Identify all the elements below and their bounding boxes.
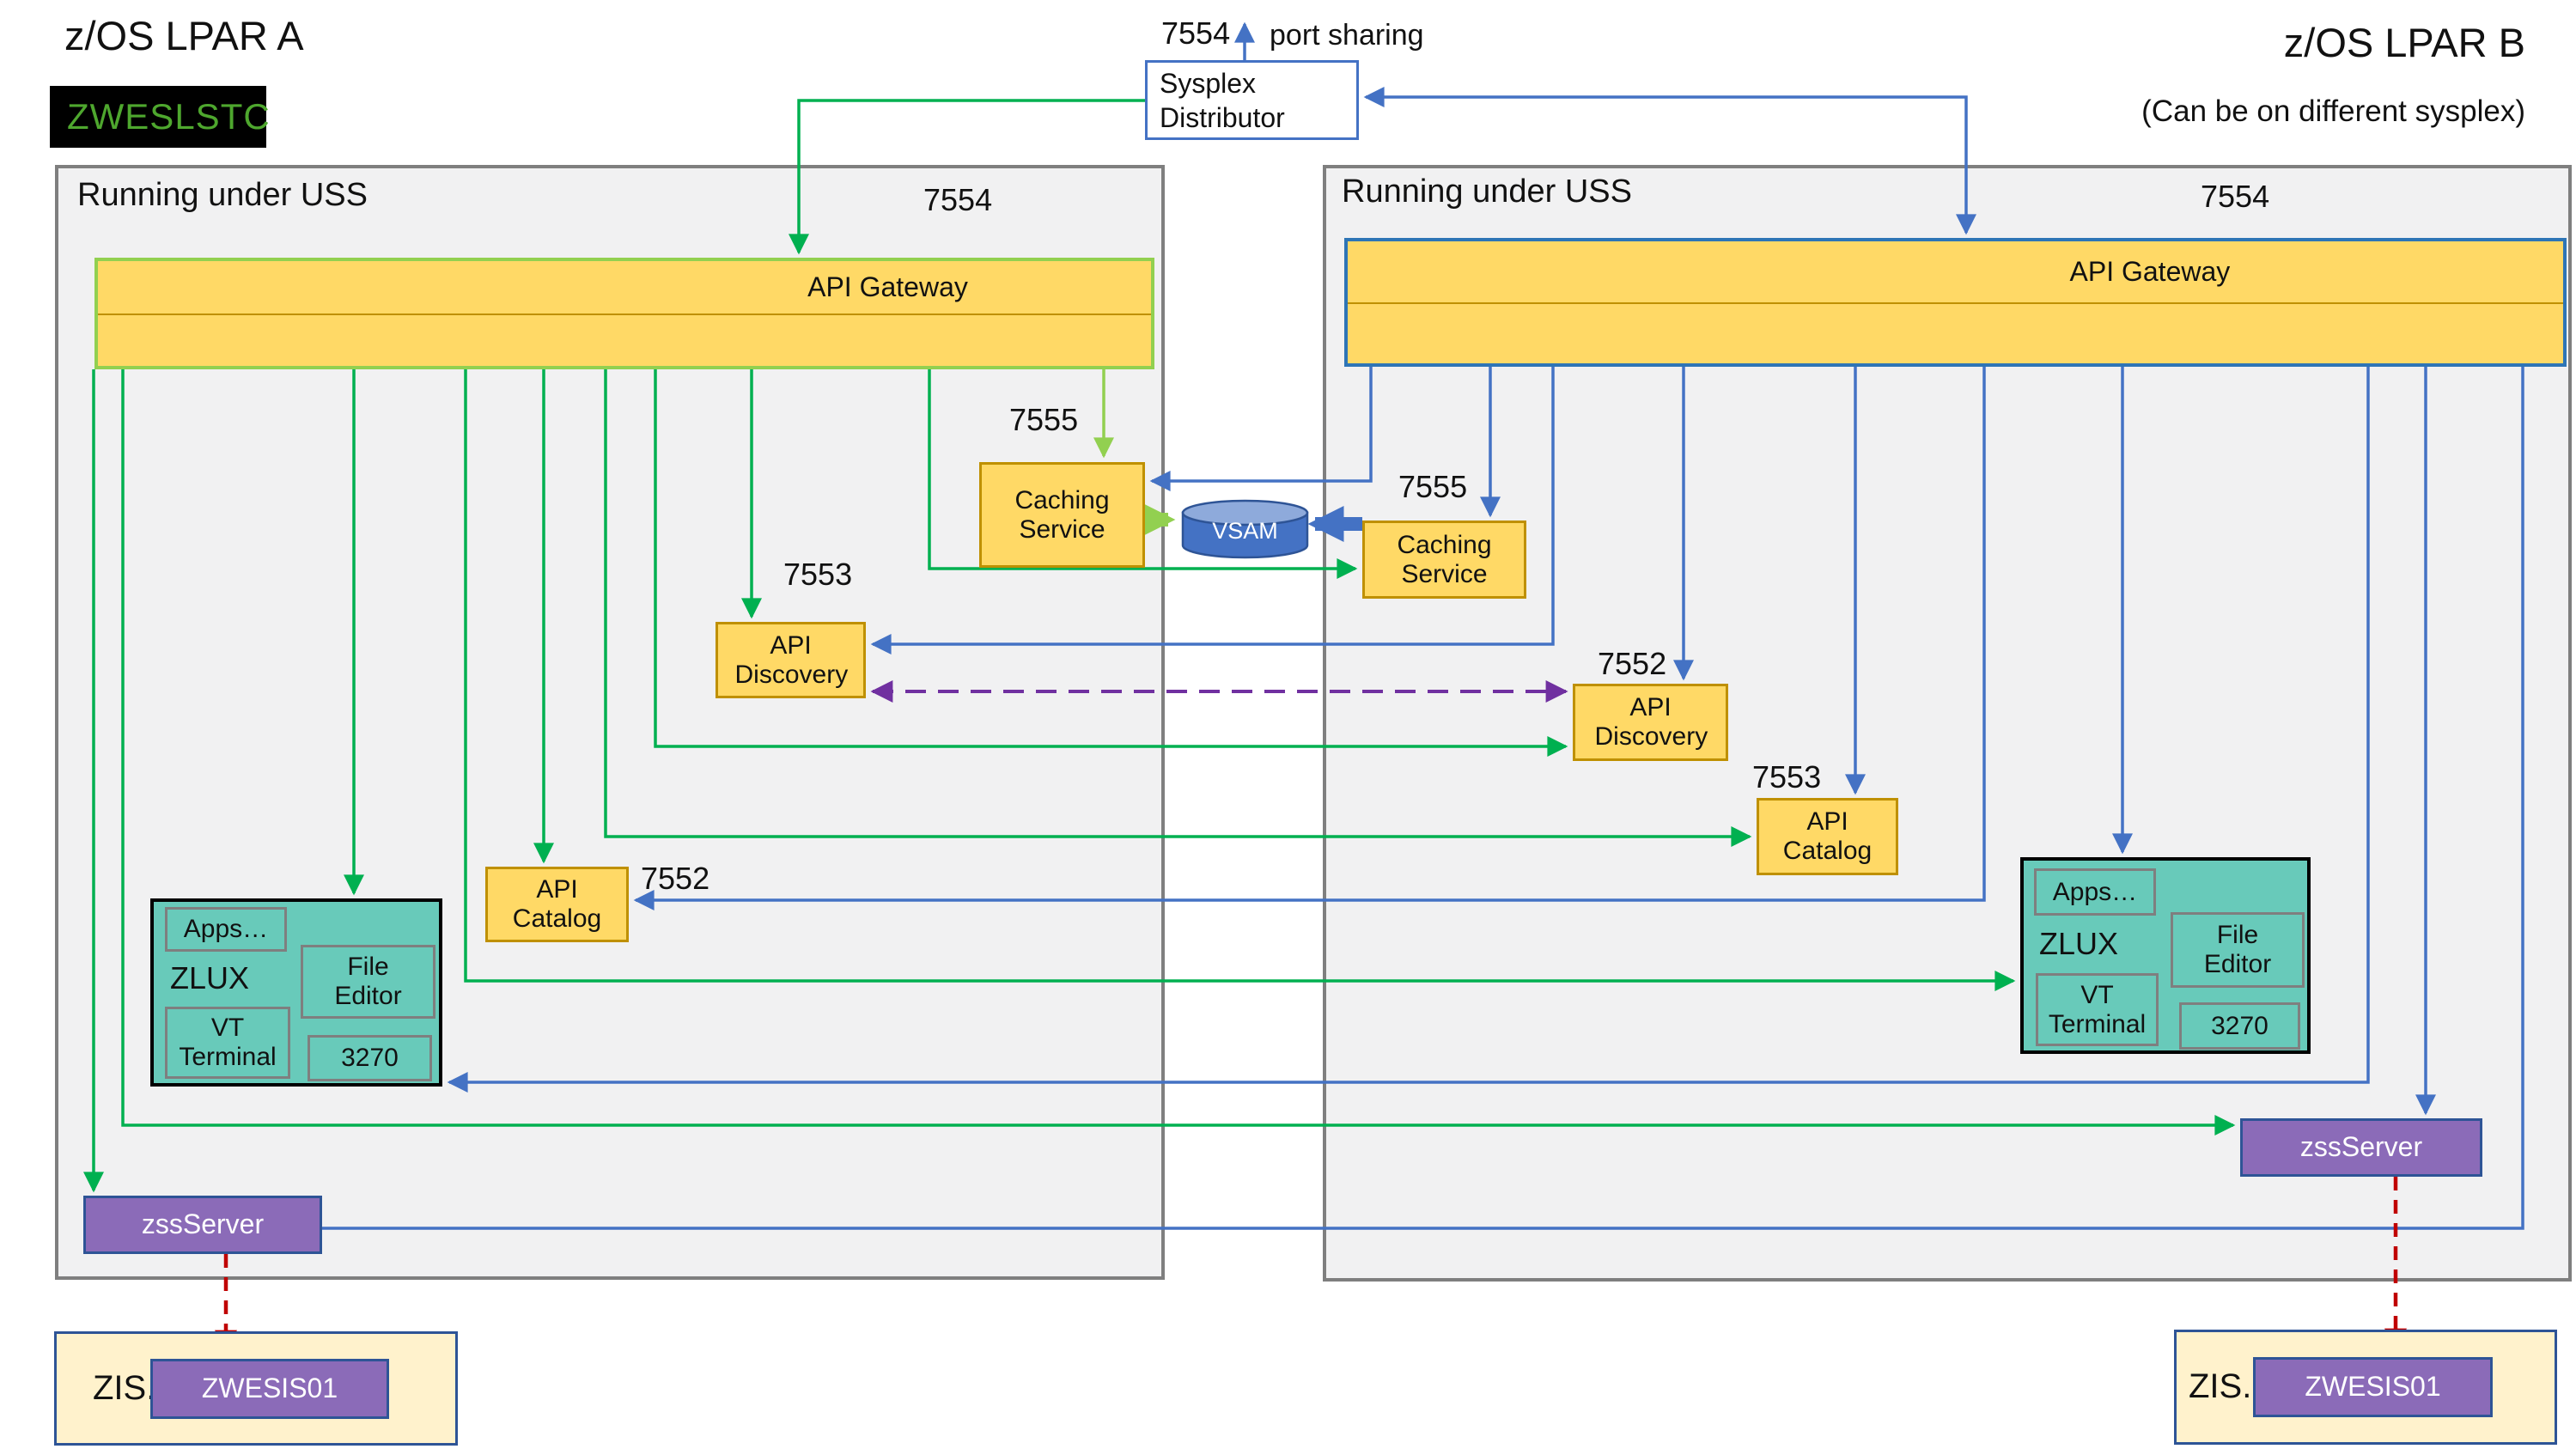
edge-gateway-a-to-zss-b [121,369,2236,1135]
catalog-a-port: 7552 [641,861,710,896]
edge-distributor-to-gateway-a [789,99,1145,255]
api-gateway-b-box: API Gateway [1344,238,2567,367]
lpar-b-title: z/OS LPAR B [2283,20,2525,65]
zis-b-label: ZIS. [2189,1367,2252,1405]
zlux-a-title: ZLUX [170,960,250,995]
caching-service-b-label: Caching Service [1397,530,1492,588]
lpar-a-title: z/OS LPAR A [64,13,304,58]
discovery-a-port: 7553 [783,557,853,592]
zwesis01-b-label: ZWESIS01 [2305,1371,2441,1403]
zlux-a-3270-label: 3270 [341,1044,399,1073]
distributor-port-label: 7554 [1161,15,1231,51]
sysplex-distributor-label: Sysplex Distributor [1160,67,1285,133]
edge-gateway-a-to-caching-b [928,369,1358,579]
zweslstc-badge: ZWESLSTC [50,86,270,148]
gateway-a-divider [98,261,1151,315]
api-catalog-b-label: API Catalog [1782,807,1873,865]
caching-b-port: 7555 [1398,469,1468,504]
api-discovery-a-box: API Discovery [716,622,866,698]
uss-b-header: Running under USS [1342,174,1632,210]
discovery-b-port: 7552 [1598,646,1667,681]
edge-gateway-b-to-catalog-a [633,367,1986,910]
zlux-b-file-editor-label: File Editor [2203,921,2272,978]
zlux-b-apps-box: Apps… [2034,868,2156,916]
lpar-b-subtitle: (Can be on different sysplex) [2141,94,2525,128]
edge-gateway-a-to-discovery-b [654,369,1568,757]
zlux-a-file-editor-label: File Editor [334,953,402,1010]
zss-server-b-label: zssServer [2299,1131,2423,1163]
api-discovery-a-label: API Discovery [734,630,849,689]
vsam-cylinder [1181,499,1309,559]
edge-gateway-b-distributor [1363,87,1976,235]
edge-gateway-b-to-caching-a [1149,367,1373,491]
gateway-b-divider [1348,241,2563,304]
catalog-b-port: 7553 [1752,759,1822,795]
edge-gateway-a-to-zlux-b [464,369,2016,991]
edge-gateway-b-to-discovery-a [870,367,1555,654]
api-gateway-b-label: API Gateway [2069,256,2231,287]
zlux-a-file-editor-box: File Editor [301,945,435,1019]
api-catalog-a-box: API Catalog [485,867,629,942]
uss-a-gateway-port: 7554 [923,182,993,217]
caching-service-a-label: Caching Service [1014,485,1110,544]
edge-zss-a-to-gateway-b [322,367,2524,1230]
zlux-b-3270-label: 3270 [2211,1011,2268,1040]
zlux-b-vt-terminal-box: VT Terminal [2036,973,2159,1046]
zlux-b-vt-terminal-label: VT Terminal [2048,980,2147,1038]
zis-a-label: ZIS. [93,1369,156,1407]
zlux-b-apps-label: Apps… [2052,877,2138,906]
zlux-b-file-editor-box: File Editor [2171,912,2305,988]
zweslstc-badge-label: ZWESLSTC [67,96,271,137]
edge-gateway-a-to-catalog-b [604,369,1752,847]
zss-server-a-label: zssServer [141,1209,265,1240]
caching-service-a-box: Caching Service [979,462,1145,568]
zlux-a-apps-label: Apps… [183,915,269,944]
api-gateway-a-label: API Gateway [807,271,968,302]
zwesis01-a-box: ZWESIS01 [150,1359,389,1419]
caching-a-port: 7555 [1009,402,1079,437]
zss-server-b-box: zssServer [2240,1118,2482,1177]
zlux-a-3270-box: 3270 [308,1035,432,1081]
api-catalog-b-box: API Catalog [1757,798,1898,875]
port-sharing-label: port sharing [1270,19,1424,52]
vsam-label: VSAM [1212,518,1278,544]
zss-server-a-box: zssServer [83,1196,322,1254]
zlux-a-vt-terminal-box: VT Terminal [165,1007,290,1079]
zwesis01-a-label: ZWESIS01 [201,1373,338,1404]
zlux-a-vt-terminal-label: VT Terminal [179,1014,277,1071]
api-catalog-a-label: API Catalog [512,875,602,933]
caching-service-b-box: Caching Service [1362,521,1526,599]
edge-gateway-b-to-zlux-a [447,367,2370,1093]
zlux-b-3270-box: 3270 [2179,1002,2300,1050]
sysplex-distributor-box: Sysplex Distributor [1145,60,1359,140]
api-discovery-b-box: API Discovery [1573,684,1728,761]
uss-a-header: Running under USS [77,177,368,213]
uss-b-gateway-port: 7554 [2201,179,2270,214]
api-discovery-b-label: API Discovery [1594,693,1708,751]
zwesis01-b-box: ZWESIS01 [2253,1357,2493,1417]
zlux-a-apps-box: Apps… [165,907,287,952]
api-gateway-a-box: API Gateway [94,258,1154,369]
zlux-b-title: ZLUX [2039,926,2119,961]
